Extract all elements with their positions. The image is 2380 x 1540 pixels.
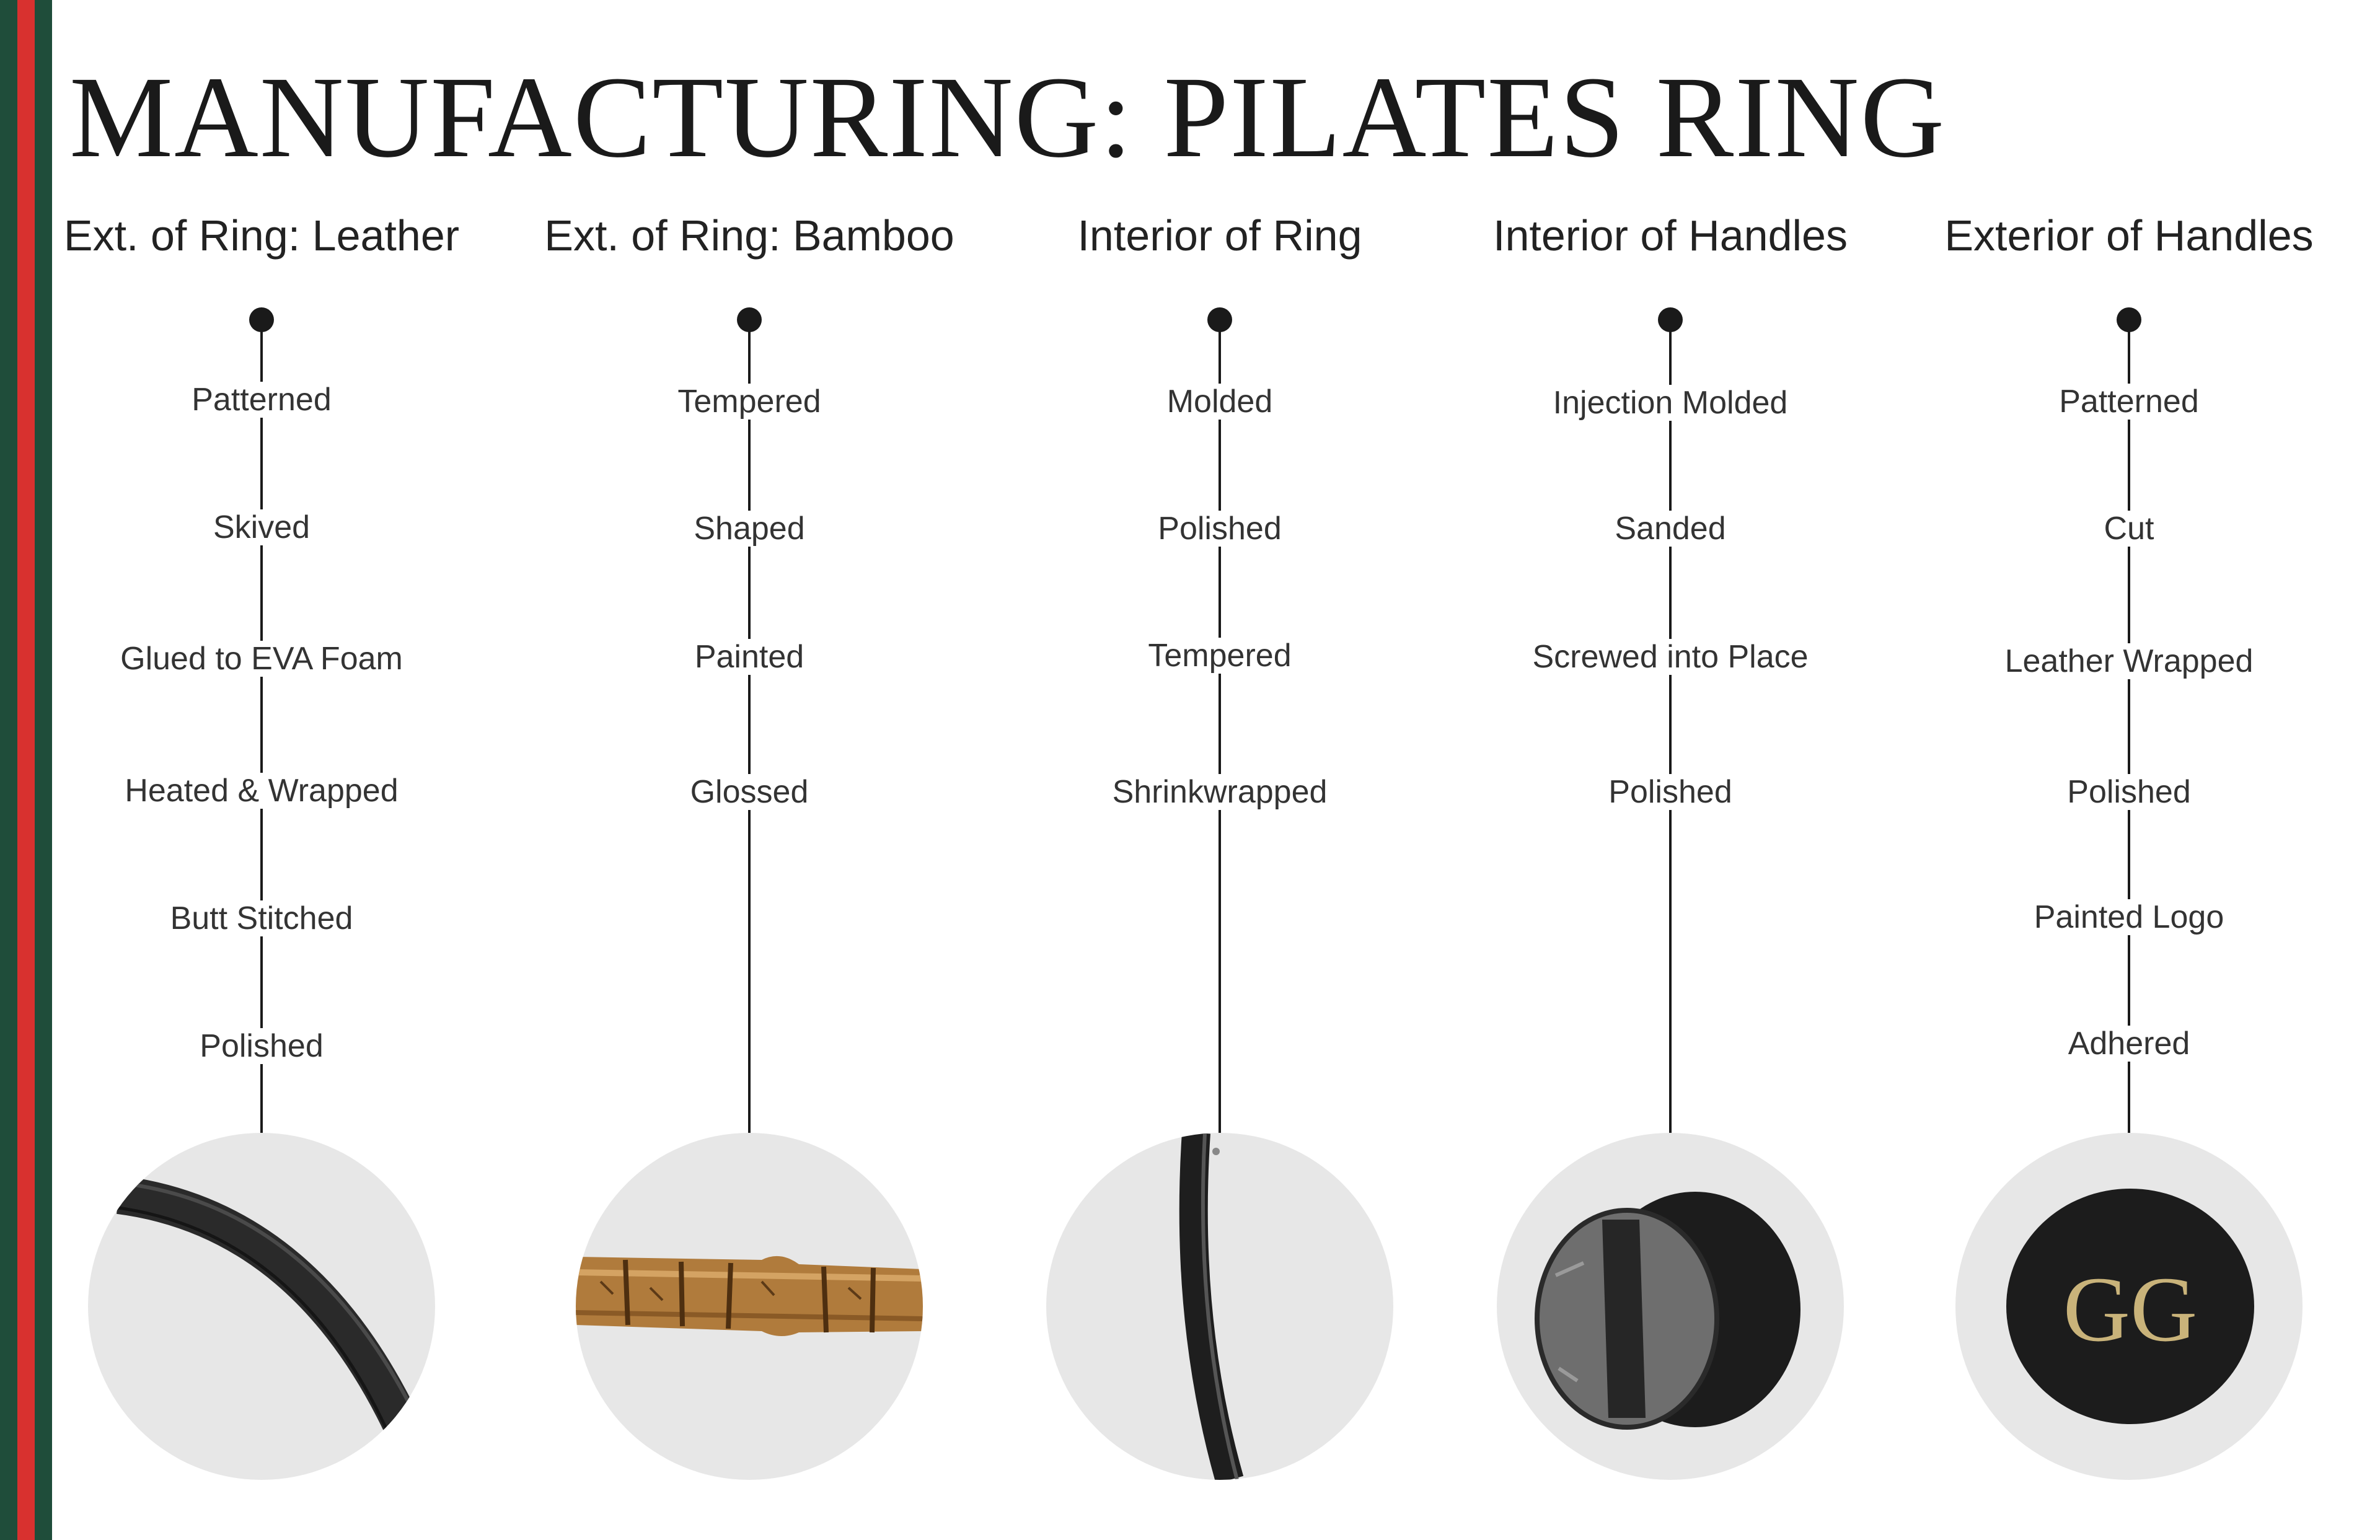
process-step: Adhered <box>1893 1024 2365 1063</box>
process-step: Polished <box>984 509 1455 548</box>
bamboo-image <box>576 1133 923 1480</box>
start-dot <box>2117 307 2141 332</box>
process-step: Molded <box>984 382 1455 421</box>
process-step: Polished <box>1893 772 2365 812</box>
column-heading: Interior of Ring <box>1077 211 1362 260</box>
start-dot <box>1658 307 1683 332</box>
handle-cap-image <box>1497 1133 1844 1480</box>
process-step: Heated & Wrapped <box>26 771 497 811</box>
process-step: Injection Molded <box>1435 383 1906 423</box>
process-line <box>2128 320 2130 1133</box>
column-interior-handles: Interior of Handles Injection Molded San… <box>1435 0 1906 1540</box>
process-step: Patterned <box>26 380 497 420</box>
process-step: Screwed into Place <box>1435 637 1906 677</box>
column-heading: Ext. of Ring: Leather <box>63 211 460 260</box>
process-step: Polished <box>1435 772 1906 812</box>
stripe-red <box>17 0 35 1540</box>
stripe-green-left <box>0 0 17 1540</box>
steel-ring-image <box>1046 1133 1393 1480</box>
process-step: Painted Logo <box>1893 897 2365 937</box>
process-line <box>1669 320 1672 1133</box>
process-line <box>1219 320 1221 1133</box>
start-dot <box>1207 307 1232 332</box>
process-step: Leather Wrapped <box>1893 641 2365 681</box>
column-heading: Exterior of Handles <box>1944 211 2314 260</box>
start-dot <box>737 307 762 332</box>
column-exterior-handles: Exterior of Handles Patterned Cut Leathe… <box>1893 0 2365 1540</box>
column-leather: Ext. of Ring: Leather Patterned Skived G… <box>26 0 497 1540</box>
process-step: Skived <box>26 508 497 547</box>
stripe-green-right <box>35 0 52 1540</box>
process-step: Shaped <box>514 509 985 548</box>
column-interior-ring: Interior of Ring Molded Polished Tempere… <box>984 0 1455 1540</box>
process-step: Shrinkwrapped <box>984 772 1455 812</box>
leather-ring-image <box>88 1133 435 1480</box>
process-step: Sanded <box>1435 509 1906 548</box>
process-step: Tempered <box>984 636 1455 675</box>
process-step: Glued to EVA Foam <box>26 639 497 679</box>
process-step: Glossed <box>514 772 985 812</box>
process-step: Patterned <box>1893 382 2365 421</box>
column-bamboo: Ext. of Ring: Bamboo Tempered Shaped Pai… <box>514 0 985 1540</box>
process-step: Tempered <box>514 382 985 421</box>
process-step: Butt Stitched <box>26 899 497 938</box>
process-step: Cut <box>1893 509 2365 548</box>
gg-logo: GG <box>2063 1258 2198 1361</box>
process-step: Painted <box>514 637 985 677</box>
logo-pad-image: GG <box>1955 1133 2303 1480</box>
page-title: MANUFACTURING: PILATES RING <box>69 52 1946 182</box>
start-dot <box>249 307 274 332</box>
column-heading: Ext. of Ring: Bamboo <box>544 211 954 260</box>
process-line <box>260 320 263 1133</box>
process-line <box>748 320 751 1133</box>
column-heading: Interior of Handles <box>1493 211 1848 260</box>
process-step: Polished <box>26 1026 497 1066</box>
